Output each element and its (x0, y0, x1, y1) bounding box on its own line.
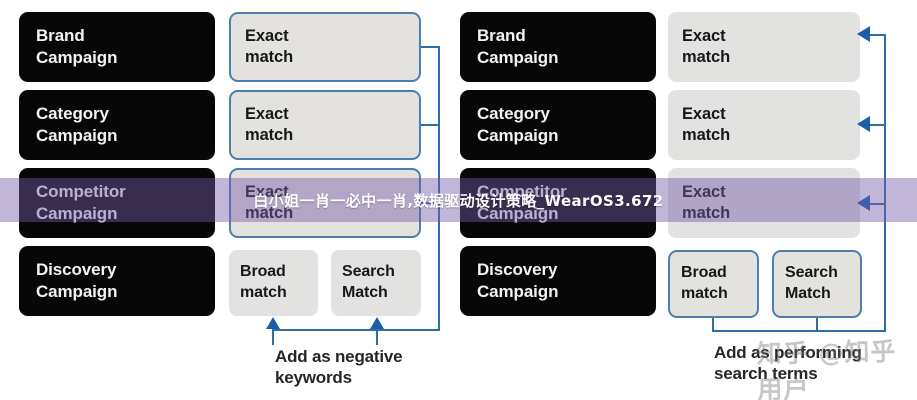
connector-stub-exact-3-left (421, 202, 440, 204)
campaign-box-discovery-right[interactable]: Discovery Campaign (460, 246, 656, 316)
campaign-box-brand-left[interactable]: Brand Campaign (19, 12, 215, 82)
connector-riser-broad-left (272, 328, 274, 345)
connector-stub-exact-3-right (870, 203, 886, 205)
connector-bus-vertical-right (884, 34, 886, 331)
arrow-up-broad-left-icon (266, 317, 280, 329)
arrow-left-exact-3-right-icon (857, 195, 870, 211)
match-box-exact-3-right[interactable]: Exact match (668, 168, 860, 238)
match-box-search-right[interactable]: Search Match (772, 250, 862, 318)
match-box-broad-left[interactable]: Broad match (229, 250, 318, 316)
match-box-exact-1-left[interactable]: Exact match (229, 12, 421, 82)
match-box-exact-3-left[interactable]: Exact match (229, 168, 421, 238)
match-box-search-left[interactable]: Search Match (331, 250, 421, 316)
campaign-box-category-left[interactable]: Category Campaign (19, 90, 215, 160)
caption-add-performing-search-terms: Add as performing search terms (714, 343, 862, 383)
connector-bus-horizontal-right (712, 330, 886, 332)
campaign-box-brand-right[interactable]: Brand Campaign (460, 12, 656, 82)
connector-drop-broad-right (712, 318, 714, 331)
campaign-box-category-right[interactable]: Category Campaign (460, 90, 656, 160)
connector-stub-exact-2-right (870, 124, 886, 126)
match-box-exact-2-right[interactable]: Exact match (668, 90, 860, 160)
campaign-box-competitor-left[interactable]: Competitor Campaign (19, 168, 215, 238)
connector-bus-vertical-left (438, 46, 440, 331)
campaign-box-competitor-right[interactable]: Competitor Campaign (460, 168, 656, 238)
arrow-up-search-left-icon (370, 317, 384, 329)
connector-drop-search-right (816, 318, 818, 331)
arrow-left-exact-2-right-icon (857, 116, 870, 132)
connector-riser-search-left (376, 328, 378, 345)
connector-bus-horizontal-left (272, 329, 440, 331)
campaign-box-discovery-left[interactable]: Discovery Campaign (19, 246, 215, 316)
caption-add-negative-keywords: Add as negative keywords (275, 347, 403, 387)
match-box-broad-right[interactable]: Broad match (668, 250, 759, 318)
arrow-left-exact-1-right-icon (857, 26, 870, 42)
connector-stub-exact-1-left (421, 46, 440, 48)
match-box-exact-1-right[interactable]: Exact match (668, 12, 860, 82)
connector-stub-exact-1-right (870, 34, 886, 36)
match-box-exact-2-left[interactable]: Exact match (229, 90, 421, 160)
connector-stub-exact-2-left (421, 124, 440, 126)
